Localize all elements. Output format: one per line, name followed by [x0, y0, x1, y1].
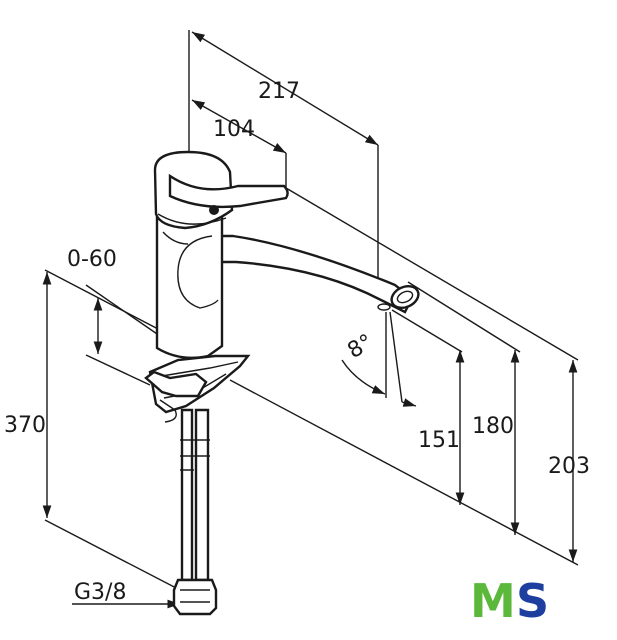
- logo-letter-s: S: [516, 574, 549, 628]
- hose-connector: [172, 578, 218, 616]
- handle-screw: [209, 205, 219, 215]
- label-104: 104: [213, 117, 255, 142]
- hose-left: [180, 408, 194, 582]
- spout-outlet: [390, 284, 420, 310]
- label-180: 180: [472, 414, 514, 439]
- label-0-60: 0-60: [67, 247, 117, 272]
- label-angle: 8°: [343, 330, 377, 364]
- spout: [212, 234, 414, 314]
- label-217: 217: [258, 79, 300, 104]
- logo-letter-m: M: [470, 574, 516, 628]
- faucet-column: [155, 208, 224, 359]
- lever-handle: [168, 173, 289, 209]
- angle-arc: [341, 359, 386, 395]
- hose-right: [194, 408, 210, 582]
- dim-line-217: [191, 31, 379, 146]
- label-370: 370: [4, 413, 46, 438]
- label-thread: G3/8: [74, 580, 126, 605]
- mounting-nut: [144, 370, 208, 398]
- dim-line-104: [191, 99, 287, 154]
- dimension-lines: [42, 31, 578, 609]
- label-151: 151: [418, 428, 460, 453]
- label-203: 203: [548, 454, 590, 479]
- dimension-labels: 217 104 0-60 8° 370 151 180 203 G3/8: [4, 79, 590, 605]
- ms-logo: M S: [470, 574, 549, 628]
- faucet-body: [144, 150, 420, 616]
- extension-lines: [44, 30, 579, 591]
